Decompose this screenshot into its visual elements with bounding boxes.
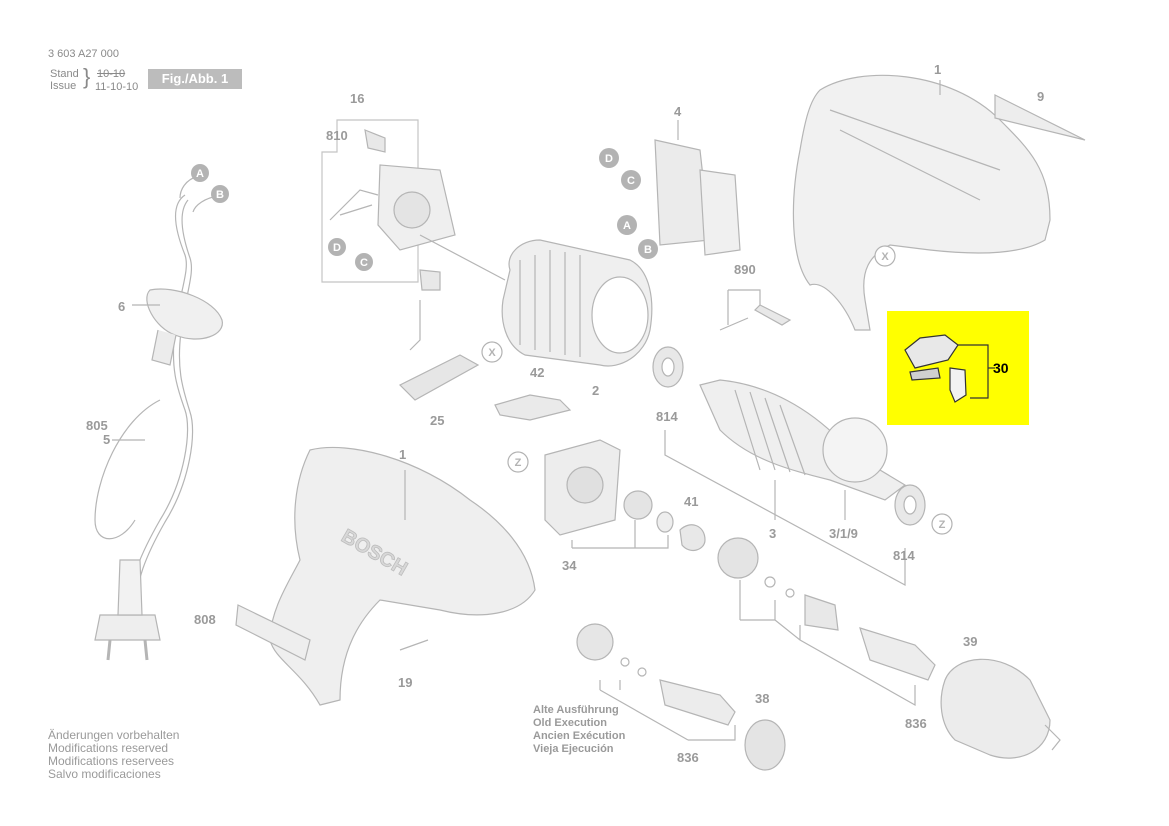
part-label-30[interactable]: 30 [993,360,1009,376]
issue-label: Issue [50,80,77,92]
ref-circle-C1 [355,253,373,271]
letter-C2: C [627,175,635,187]
part-label-25[interactable]: 25 [430,413,445,428]
part-label-890[interactable]: 890 [734,262,756,277]
part-label-4[interactable]: 4 [674,104,682,119]
old-execution-en: Old Execution [533,717,607,729]
letter-A2: A [623,220,631,232]
letter-X2: X [488,347,496,359]
part-label-5[interactable]: 5 [103,432,111,447]
ref-circle-D2 [599,148,619,168]
plug [94,614,161,641]
footer-note-es: Salvo modificaciones [48,767,161,781]
part-label-34[interactable]: 34 [562,558,577,573]
ref-circle-D1 [328,238,346,256]
ref-circle-B1 [211,185,229,203]
footer-notes: Änderungen vorbehalten Modifications res… [48,729,179,781]
part-label-1-top[interactable]: 1 [934,62,942,77]
part-label-836-b[interactable]: 836 [677,750,699,765]
letter-A1: A [196,168,204,180]
part-label-42[interactable]: 42 [530,365,545,380]
part-label-814-b[interactable]: 814 [893,548,915,563]
ref-circle-X2 [481,341,503,363]
part-label-9[interactable]: 9 [1037,89,1045,104]
part-label-805[interactable]: 805 [86,418,108,433]
letter-X1: X [881,251,889,263]
part-label-16[interactable]: 16 [350,91,365,106]
gear-large [717,537,759,579]
part-label-3-1-9[interactable]: 3/1/9 [829,526,858,541]
stand-label: Stand [50,68,79,80]
ref-circle-X1 [874,245,896,267]
part-label-3[interactable]: 3 [769,526,777,541]
power-cord [127,194,189,611]
ref-circle-B2 [638,239,658,259]
letter-Z1: Z [515,457,522,469]
part-label-810[interactable]: 810 [326,128,348,143]
letter-C1: C [360,257,368,269]
figure-tag: Fig./Abb. 1 [148,69,242,89]
ref-circle-Z2 [931,513,953,535]
ref-circle-Z1 [507,451,529,473]
part-label-19[interactable]: 19 [398,675,413,690]
part-label-41[interactable]: 41 [684,494,699,509]
chuck [940,658,1051,759]
new-date: 11-10-10 [95,81,139,93]
letter-D1: D [333,242,341,254]
highlight-box-part-30[interactable] [887,311,1029,425]
letter-Z2: Z [939,519,946,531]
part-label-808[interactable]: 808 [194,612,216,627]
part-label-814-a[interactable]: 814 [656,409,678,424]
footer-note-de: Änderungen vorbehalten [48,728,180,742]
old-execution-fr: Ancien Exécution [533,730,626,742]
ref-circle-A1 [191,164,209,182]
ref-circle-C2 [621,170,641,190]
old-date: 10-10 [97,68,126,80]
part-label-1-lower[interactable]: 1 [399,447,407,462]
letter-D2: D [605,153,613,165]
letter-B1: B [216,189,224,201]
cord-loop [94,399,161,540]
footer-note-en: Modifications reserved [48,741,169,755]
old-execution-note: Alte Ausführung Old Execution Ancien Exé… [533,704,625,756]
part-label-38[interactable]: 38 [755,691,770,706]
ref-circle-A2 [617,215,637,235]
old-execution-de: Alte Ausführung [533,704,619,716]
part-30-drawing [904,334,995,403]
doc-number: 3 603 A27 000 [48,48,119,60]
part-label-39[interactable]: 39 [963,634,978,649]
old-execution-es: Vieja Ejecución [533,743,614,755]
letter-B2: B [644,244,652,256]
part-label-2[interactable]: 2 [592,383,600,398]
footer-note-fr: Modifications reservees [48,754,175,768]
part-label-836-a[interactable]: 836 [905,716,927,731]
part-label-6[interactable]: 6 [118,299,126,314]
drill-body [269,446,536,706]
brace: } [83,64,91,89]
